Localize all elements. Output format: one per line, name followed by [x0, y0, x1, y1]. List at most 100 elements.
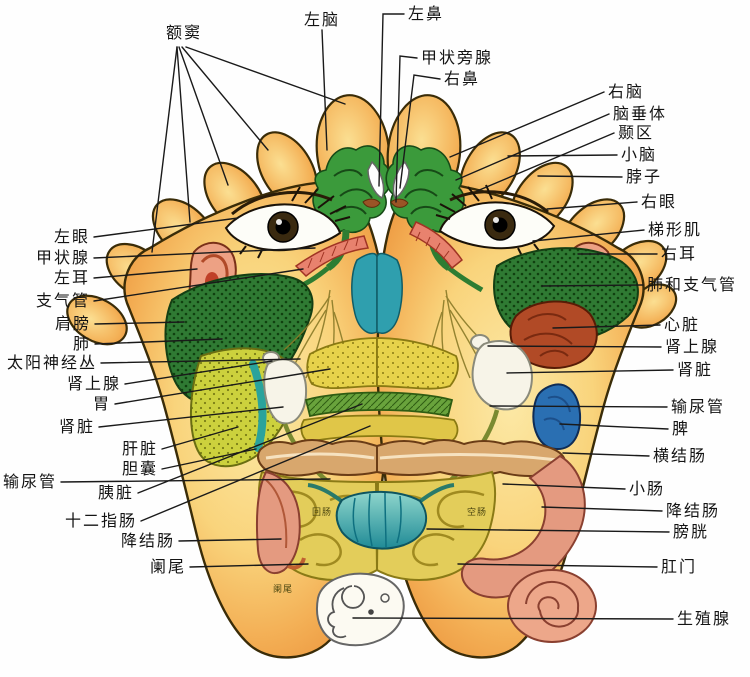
leader-line-shoulder [94, 321, 185, 325]
label-right-ear: 右耳 [661, 244, 697, 263]
leader-line-frontal-sinus [181, 46, 269, 151]
leader-line-left-ear [93, 268, 198, 279]
label-descending-colon-right: 降结肠 [666, 501, 720, 520]
label-left-eye: 左眼 [54, 227, 90, 246]
leader-line-liver [161, 426, 239, 450]
leader-line-bladder [426, 528, 670, 533]
label-small-intestine: 小肠 [629, 479, 665, 498]
label-parathyroid: 甲状旁腺 [421, 48, 493, 67]
label-heart: 心脏 [664, 315, 700, 334]
eye-region-left [224, 186, 351, 259]
label-lung-and-bronchus: 肺和支气管 [647, 275, 737, 294]
label-frontal-sinus: 额窦 [166, 23, 202, 42]
annotation-appendix-inner: 阑尾 [273, 583, 293, 595]
label-transverse-colon: 横结肠 [653, 446, 707, 465]
label-descending-colon-left: 降结肠 [121, 531, 175, 550]
label-bronchus: 支气管 [36, 291, 90, 310]
label-gonad: 生殖腺 [677, 609, 731, 628]
left-toe-6 [66, 294, 128, 346]
leader-line-left-eye [93, 217, 239, 238]
leader-line-right-eye [546, 201, 638, 210]
leader-line-adrenal-right [487, 345, 662, 348]
left-foot [66, 94, 392, 659]
leader-line-frontal-sinus [176, 46, 191, 223]
leader-line-appendix [189, 563, 309, 568]
label-adrenal-right: 肾上腺 [665, 337, 719, 356]
leader-line-lung-left [94, 338, 223, 345]
inner-annotations: 回肠空肠阑尾 [273, 506, 487, 595]
label-temporal-region: 颞区 [618, 123, 654, 142]
label-solar-plexus: 太阳神经丛 [7, 353, 97, 372]
leader-line-thyroid [93, 247, 316, 259]
leader-line-right-nose [399, 74, 441, 189]
label-stomach: 胃 [93, 394, 111, 413]
leader-line-ureter-right [489, 405, 668, 408]
label-kidney-left: 肾脏 [59, 417, 95, 436]
leader-line-frontal-sinus [151, 46, 178, 253]
bladder-region [307, 483, 455, 550]
leader-line-parathyroid [395, 55, 418, 203]
trachea-right [447, 266, 484, 293]
leader-line-cerebellum [507, 154, 618, 157]
label-pituitary: 脑垂体 [613, 104, 667, 123]
appendix-region [287, 557, 306, 570]
descending-colon-region-left [255, 470, 306, 575]
label-left-ear: 左耳 [54, 268, 90, 287]
label-bladder: 膀胱 [673, 522, 709, 541]
leader-line-kidney-left [98, 406, 284, 428]
label-anus: 肛门 [661, 557, 697, 576]
label-pancreas: 胰脏 [98, 483, 134, 502]
leader-line-trapezius [532, 229, 645, 242]
label-kidney-right: 肾脏 [677, 360, 713, 379]
leader-line-spleen [559, 423, 669, 430]
label-spleen: 脾 [672, 419, 690, 438]
leader-line-solar-plexus [100, 358, 301, 364]
descending-colon-region-right [460, 454, 597, 643]
leader-line-descending-colon-right [541, 506, 663, 512]
leader-line-adrenal-left [124, 360, 273, 385]
label-shoulder: 肩膀 [55, 314, 91, 333]
leader-line-left-brain [321, 29, 328, 151]
label-appendix: 阑尾 [150, 557, 186, 576]
leader-line-left-nose [378, 13, 405, 187]
leader-line-lung-and-bronchus [541, 284, 644, 287]
label-left-brain: 左脑 [304, 10, 340, 29]
label-thyroid: 甲状腺 [36, 248, 90, 267]
heart-region [509, 300, 598, 369]
leader-line-gonad [352, 617, 674, 620]
label-ureter-right: 输尿管 [671, 397, 725, 416]
leader-line-anus [457, 563, 658, 568]
leader-line-ureter-left [60, 478, 331, 483]
annotation-jejunum: 空肠 [467, 506, 487, 518]
leader-line-right-brain [449, 91, 605, 158]
thyroid-region-center [351, 252, 403, 334]
transverse-colon-region [257, 439, 567, 477]
rectum-coil-region [507, 569, 597, 643]
label-right-eye: 右眼 [641, 192, 677, 211]
label-lung-left: 肺 [73, 334, 91, 353]
leader-line-transverse-colon [562, 452, 650, 457]
label-trapezius: 梯形肌 [648, 220, 702, 239]
label-gallbladder: 胆囊 [122, 459, 158, 478]
thyroid-band-right [408, 221, 464, 270]
leader-line-stomach [114, 368, 331, 405]
leader-line-neck [537, 175, 623, 178]
label-ureter-left: 输尿管 [3, 472, 57, 491]
eye-region-right [435, 184, 556, 257]
gallbladder-region [249, 360, 267, 452]
labels-layer: 额窦左脑左鼻甲状旁腺右鼻右脑脑垂体颞区小脑脖子右眼梯形肌右耳肺和支气管心脏肾上腺… [3, 4, 737, 628]
label-adrenal-left: 肾上腺 [67, 374, 121, 393]
gonad-region [316, 572, 405, 647]
leader-line-descending-colon-left [178, 538, 282, 542]
label-right-brain: 右脑 [608, 82, 644, 101]
leader-line-small-intestine [502, 483, 626, 490]
label-cerebellum: 小脑 [621, 145, 657, 164]
mouth-region-left [362, 198, 381, 208]
leader-line-bronchus [93, 268, 304, 302]
stomach-region [306, 337, 459, 390]
leader-line-kidney-right [506, 369, 674, 374]
label-left-nose: 左鼻 [408, 4, 444, 23]
leader-line-heart [552, 324, 661, 329]
leader-line-duodenum [140, 425, 371, 522]
